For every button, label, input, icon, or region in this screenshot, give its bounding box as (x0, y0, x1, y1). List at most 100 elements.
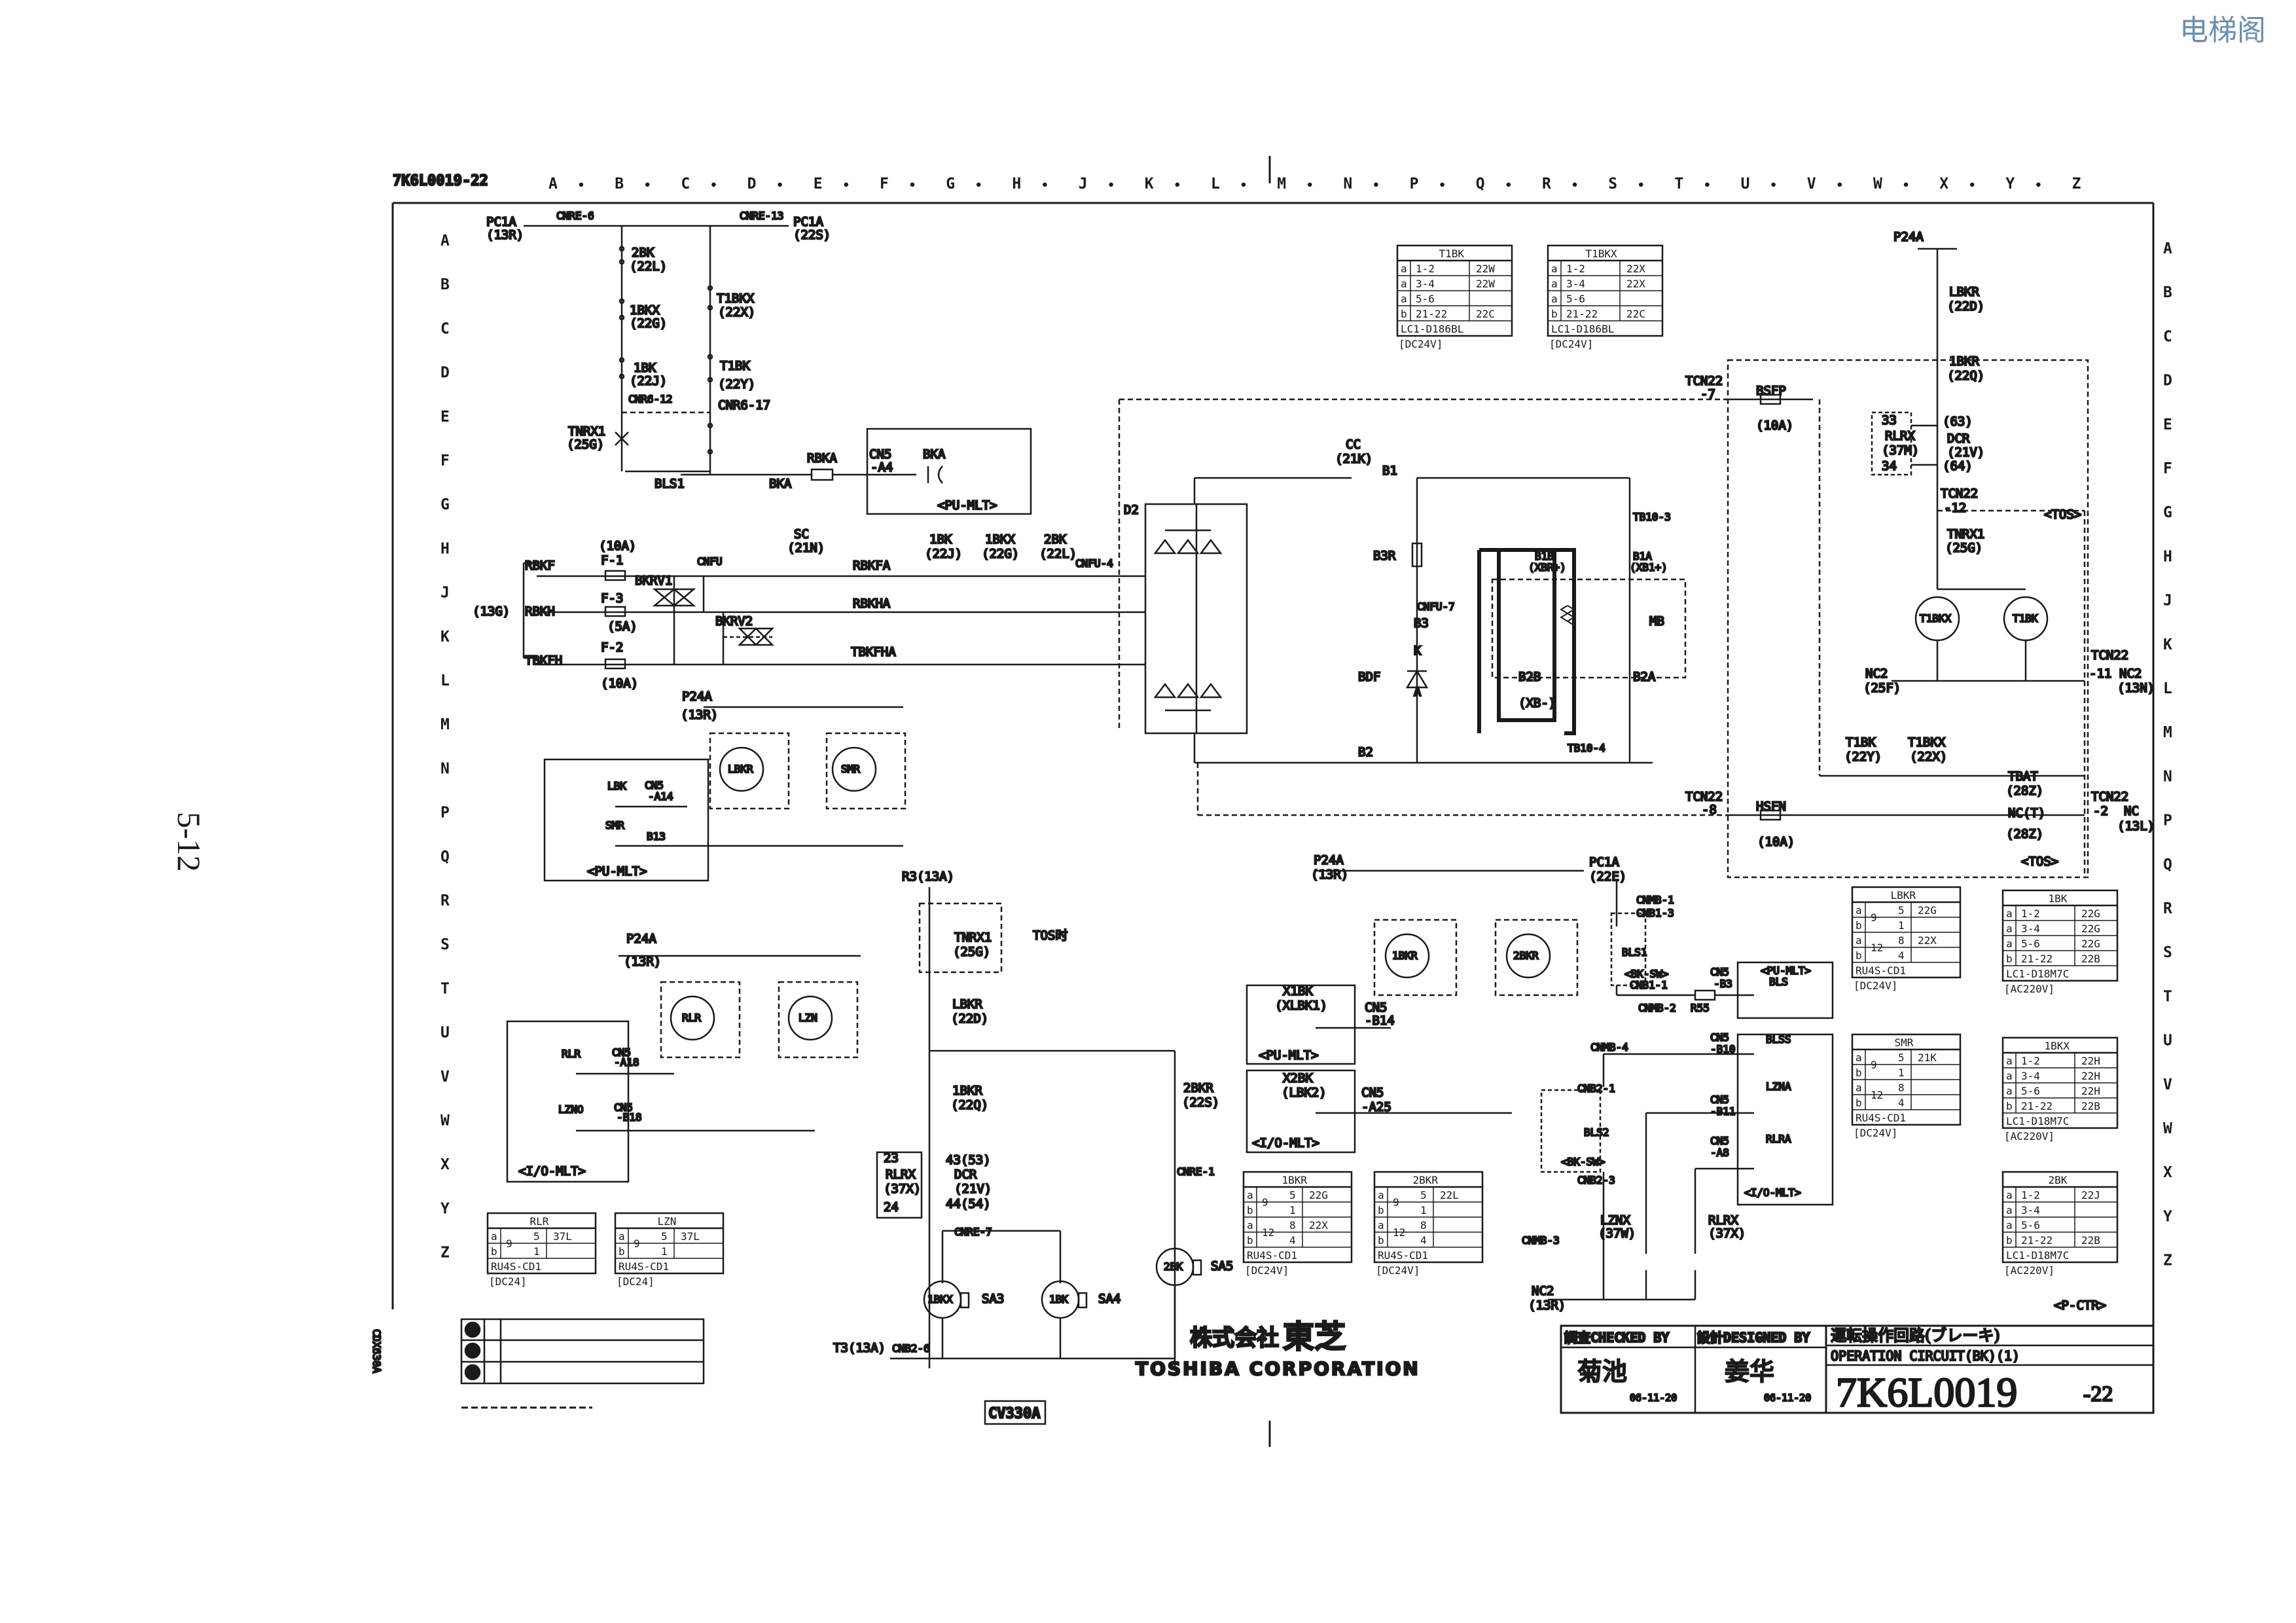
row-letter-right: M (2163, 724, 2172, 741)
relay-table-cell: 22C (1626, 308, 1645, 320)
contact-1bkr-ref: (22Q) (951, 1098, 988, 1112)
relay-table-cell: 22X (1626, 263, 1645, 275)
relay-table-cell: 37L (681, 1230, 700, 1243)
fuse-f1-label: F-1 (601, 553, 623, 568)
cnmb1-label: CNMB-1 (1636, 894, 1674, 906)
row-letter-left: J (440, 585, 450, 602)
column-letter: Q (1476, 175, 1485, 192)
relay-table-cell: 22G (2081, 922, 2100, 935)
relay-table-cell: 21K (1918, 1051, 1937, 1064)
fuse-f3-label: F-3 (601, 591, 623, 606)
tos-label: <TOS> (2044, 507, 2081, 522)
coil-t1bk: T1BK (2013, 612, 2038, 625)
cn5-a18-label: CN5 (612, 1046, 631, 1059)
relay-table-cell: 22X (1309, 1219, 1328, 1231)
relay-table-title: 1BK (2049, 892, 2068, 905)
p24a-label-b: P24A (626, 932, 656, 946)
relay-table-rating: [AC220V] (2004, 983, 2054, 995)
relay-table-cell: a (1401, 293, 1407, 305)
cnre13-label: CNRE-13 (740, 210, 783, 222)
relay-table-cell: a (1856, 1082, 1862, 1094)
column-letter: U (1741, 175, 1750, 192)
cn5-a4-ref: -A4 (870, 460, 893, 475)
row-letter-right: Y (2163, 1208, 2172, 1225)
relay-table-title: 2BK (2049, 1174, 2068, 1186)
contact-sc: SC (794, 527, 809, 541)
contact-2bk-main: 2BK (1044, 532, 1067, 547)
tcn22-7-label: TCN22 (1685, 374, 1723, 388)
relay-table-title: 2BKR (1413, 1174, 1439, 1186)
rbkha-label: RBKHA (853, 596, 891, 611)
contact-1bkr-r: 1BKR (1949, 354, 1979, 369)
relay-table-cell: b (1551, 308, 1558, 320)
relay-table-rating: [DC24V] (1854, 979, 1897, 992)
relay-table-cell: 22H (2081, 1085, 2100, 1097)
relay-table-cell: 12 (1393, 1226, 1405, 1239)
cnr6-12-label: CNR6-12 (628, 393, 672, 405)
relay-table-cell: 22B (2081, 1100, 2100, 1112)
row-letter-left: B (440, 276, 450, 293)
relay-table-cell: b (1378, 1204, 1384, 1216)
relay-table-cell: b (1401, 308, 1407, 320)
relay-table-cell: 5-6 (2021, 1219, 2040, 1231)
b2a-label: B2A (1633, 670, 1656, 684)
r55-label: R55 (1691, 1002, 1710, 1014)
contact-t1bkx-ref: (22X) (718, 305, 755, 319)
t1bk-timer-circuit (1118, 247, 2089, 879)
relay-table-cell: a (2006, 1085, 2013, 1097)
tcn22-11-label: TCN22 (2091, 648, 2128, 663)
bka-coil-box (866, 428, 1032, 515)
row-letter-left: H (440, 540, 450, 557)
pc1a-ref: (13R) (486, 228, 524, 242)
relay-table-cell: 21-22 (2021, 953, 2053, 965)
row-letter-right: K (2163, 636, 2172, 653)
relay-table-cell: 1-2 (2021, 1055, 2040, 1067)
contact-t1bk-ref: (22Y) (718, 377, 755, 392)
term-44: 44(54) (946, 1197, 991, 1211)
bk-sw-label: <BK-SW> (1624, 968, 1668, 980)
cnmb3-label: CNMB-3 (1522, 1234, 1560, 1247)
row-letter-left: R (440, 892, 450, 909)
relay-table-cell: 9 (1393, 1196, 1399, 1209)
cnb1-1-label: CNB1-1 (1630, 979, 1668, 991)
x2bk-label: X2BK (1283, 1071, 1313, 1085)
contact-2bkr: 2BKR (1183, 1081, 1213, 1095)
bk-sw2-label: <BK-SW> (1561, 1156, 1605, 1168)
column-letter: M (1277, 175, 1286, 192)
contact-dcr-r: DCR (1947, 431, 1970, 446)
contact-t1bkx: T1BKX (717, 291, 755, 306)
row-letter-right: L (2163, 680, 2172, 697)
row-letter-left: Y (440, 1200, 450, 1217)
tcn22-8-label: TCN22 (1685, 790, 1723, 804)
bls-switch-circuit (1540, 881, 1834, 1301)
p24a-ref-b: (13R) (624, 955, 661, 969)
relay-table-rating: [DC24V] (1376, 1264, 1420, 1277)
contact-2bk: 2BK (632, 246, 655, 260)
relay-table-cell: b (1856, 919, 1862, 932)
cnmb2-label: CNMB-2 (1638, 1002, 1676, 1014)
brake-coil-mb: MB (1649, 614, 1664, 629)
relay-table-cell: 9 (1871, 1059, 1877, 1071)
motor-1bk: 1BK (1049, 1293, 1068, 1305)
row-letter-right: J (2163, 593, 2172, 610)
drawing-frame (391, 156, 2155, 1447)
xbr-label: (XBR+) (1528, 561, 1566, 574)
relay-table-cell: 5 (1289, 1189, 1296, 1201)
nc2-13r-label: NC2 (1532, 1284, 1554, 1298)
row-letter-left: L (440, 672, 450, 689)
row-letter-left: A (440, 232, 450, 249)
contact-tnrx1-ref: (25G) (567, 437, 604, 452)
relay-table-cell: a (491, 1230, 497, 1243)
row-letter-right: U (2163, 1032, 2172, 1049)
column-letter: R (1542, 175, 1551, 192)
tcn22-7-ref: -7 (1700, 387, 1715, 401)
sheet-suffix: -22 (2083, 1382, 2113, 1406)
relay-table-rating: [AC220V] (2004, 1264, 2054, 1277)
tbkfh-label: TBKFH (525, 653, 562, 668)
cv330a-box (984, 1400, 1047, 1425)
row-letter-right: Z (2163, 1252, 2172, 1269)
